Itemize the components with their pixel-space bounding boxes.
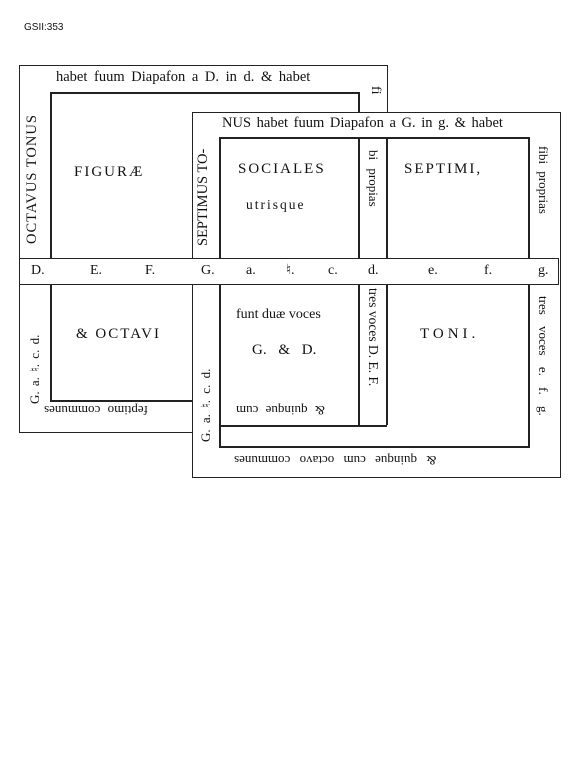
toni-word: TONI. <box>420 326 480 342</box>
octavus-left-lower-vertical: G. a. ♮. c. d. <box>27 334 42 404</box>
sunt-duae-voces-text: funt duæ voces <box>236 307 321 322</box>
septimus-left-text: SEPTIMUS TO- <box>195 148 211 246</box>
octavus-inner-left-line <box>50 92 52 400</box>
septimus-left-lower-vertical: G. a. ♮. c. d. <box>198 368 213 442</box>
column-upper-text: bi propias <box>366 150 381 207</box>
utrisque-word: utrisque <box>246 197 306 212</box>
sheet-id: GSII:353 <box>24 22 64 33</box>
scale-note: E. <box>90 263 103 278</box>
octavus-inner-right-line <box>358 92 360 112</box>
scale-note: ♮. <box>286 263 295 278</box>
scale-note: D. <box>31 263 45 278</box>
septimus-top-text: NUS habet fuum Diapafon a G. in g. & hab… <box>222 115 503 131</box>
scale-note: c. <box>328 263 338 278</box>
octavus-inner-bottom-line <box>50 400 195 402</box>
septimus-inner-bottom-line <box>219 425 387 427</box>
sociales-word: SOCIALES <box>238 161 326 177</box>
scale-note: f. <box>484 263 493 278</box>
scale-note: g. <box>538 263 549 278</box>
octavus-octavi-word: & OCTAVI <box>76 326 161 342</box>
septimus-right-lower-text: tres voces e. f. g. <box>536 296 551 416</box>
scale-note: F. <box>145 263 156 278</box>
octavus-left-text: OCTAVUS TONUS <box>24 114 40 244</box>
scale-note: G. <box>201 263 215 278</box>
septimus-inner-right-line <box>528 137 530 446</box>
septimus-right-upper-text: fibi proprias <box>536 146 551 214</box>
septimus-lower-left-line <box>219 426 221 447</box>
scale-note: a. <box>246 263 256 278</box>
scale-note: d. <box>368 263 379 278</box>
scale-note: e. <box>428 263 438 278</box>
septimus-outer-frame <box>192 112 561 478</box>
septimus-inner-bottom-text: & quinque cum <box>236 403 325 418</box>
septimus-bottom-text: & quinque cum octavo communes <box>234 453 437 468</box>
octavus-figurae-word: FIGURÆ <box>74 164 145 180</box>
g-and-d-text: G. & D. <box>252 342 317 358</box>
septimus-lower-bottom-line <box>219 446 530 448</box>
octavus-inner-top-line <box>50 92 360 94</box>
septimi-word: SEPTIMI, <box>404 161 483 177</box>
scale-strip: D. E. F. G. a. ♮. c. d. e. f. g. <box>19 258 559 285</box>
octavus-right-fragment: fi <box>368 86 383 95</box>
octavus-top-text: habet fuum Diapafon a D. in d. & habet <box>56 69 311 85</box>
column-lower-text: tres voces D. E. F. <box>366 288 381 387</box>
septimus-inner-top-line <box>219 137 529 139</box>
octavus-bottom-text: feptimo communes <box>44 403 149 418</box>
